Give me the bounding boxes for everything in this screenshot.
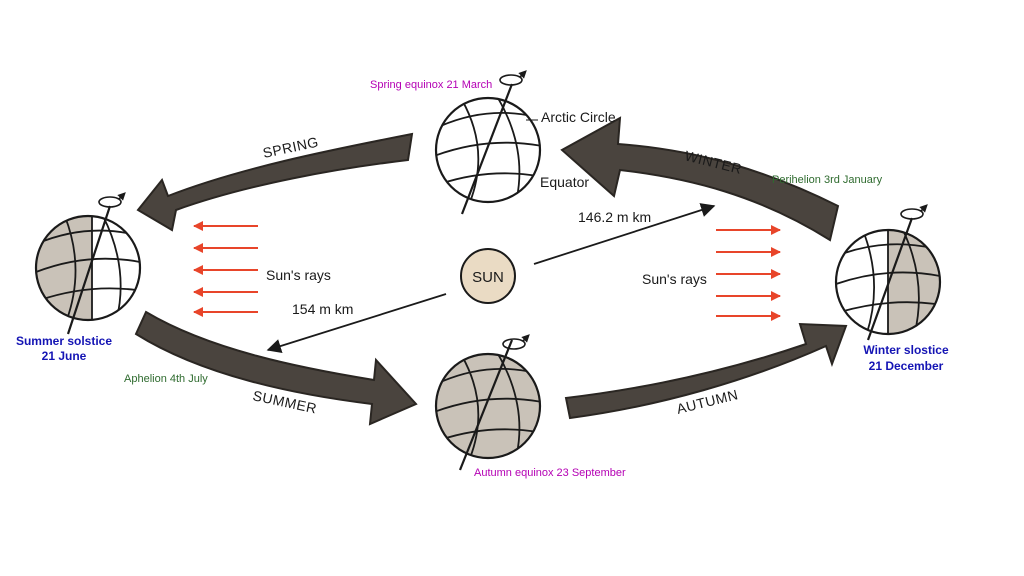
suns-rays-left: [193, 221, 258, 317]
arrow-winter: [560, 116, 840, 242]
globe-autumn-equinox: [434, 334, 542, 471]
winter-solstice-label-line1: Winter slostice: [863, 343, 949, 357]
spring-equinox-label: Spring equinox 21 March: [370, 79, 492, 91]
suns-rays-right: [716, 225, 781, 321]
suns-rays-left-label: Sun's rays: [266, 267, 331, 283]
summer-solstice-label-line1: Summer solstice: [16, 334, 112, 348]
winter-solstice-label-line2: 21 December: [869, 359, 944, 373]
autumn-equinox-label: Autumn equinox 23 September: [474, 467, 626, 479]
summer-solstice-label-line2: 21 June: [42, 349, 87, 363]
aphelion-distance-arrow: [266, 293, 447, 353]
sun: SUN: [460, 248, 516, 304]
perihelion-distance-label: 146.2 m km: [578, 209, 651, 225]
globe-summer-solstice: [34, 192, 142, 335]
aphelion-label: Aphelion 4th July: [124, 373, 208, 385]
equator-label: Equator: [540, 174, 589, 190]
arrow-summer: [134, 310, 418, 426]
perihelion-label: Perihelion 3rd January: [772, 174, 883, 186]
globe-winter-solstice: [834, 204, 942, 341]
suns-rays-right-label: Sun's rays: [642, 271, 707, 287]
aphelion-distance-label: 154 m km: [292, 301, 353, 317]
perihelion-distance-arrow: [533, 203, 716, 265]
arrow-autumn: [564, 322, 848, 420]
arctic-circle-label: Arctic Circle: [541, 109, 616, 125]
globe-spring-equinox: [434, 70, 542, 215]
arrow-spring: [136, 132, 414, 232]
sun-label: SUN: [472, 269, 504, 286]
